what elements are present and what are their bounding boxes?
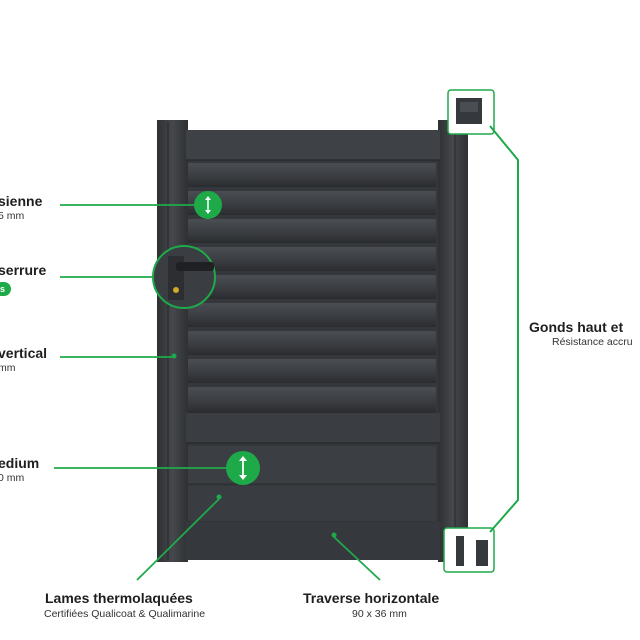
- top-hinge: [447, 89, 495, 135]
- panel-arrow-marker: [226, 451, 260, 485]
- lock-detail: [152, 245, 216, 309]
- dot-traverse: [331, 532, 337, 538]
- gonds-title: Gonds haut et: [529, 319, 624, 335]
- dot-vertical: [171, 353, 177, 359]
- persienne-detail: 5 mm: [0, 210, 25, 222]
- hinge-bracket: [489, 125, 519, 533]
- traverse-title: Traverse horizontale: [303, 590, 440, 606]
- vertical-title: vertical: [0, 345, 48, 361]
- vertical-detail: mm: [0, 362, 16, 374]
- medium-title: edium: [0, 455, 40, 471]
- bottom-hinge: [443, 527, 495, 573]
- slat-arrow-marker: [194, 191, 222, 219]
- serrure-badge: s: [0, 282, 12, 296]
- leader-lines: [54, 204, 381, 581]
- gate: [157, 120, 468, 562]
- lower-panel-2: [188, 486, 436, 522]
- left-post: [157, 120, 188, 562]
- traverse-detail: 90 x 36 mm: [352, 608, 407, 620]
- lower-panel-1: [188, 446, 436, 484]
- dot-lames: [216, 494, 222, 500]
- middle-rail: [186, 413, 440, 443]
- gonds-detail: Résistance accru: [552, 336, 633, 348]
- right-post: [438, 120, 468, 562]
- louvre-slats: [188, 163, 436, 413]
- persienne-title: sienne: [0, 193, 43, 209]
- top-rail: [186, 130, 440, 160]
- lames-detail: Certifiées Qualicoat & Qualimarine: [44, 608, 206, 620]
- medium-detail: 0 mm: [0, 472, 25, 484]
- serrure-title: serrure: [0, 262, 47, 278]
- lames-title: Lames thermolaquées: [45, 590, 193, 606]
- bottom-rail: [186, 522, 440, 560]
